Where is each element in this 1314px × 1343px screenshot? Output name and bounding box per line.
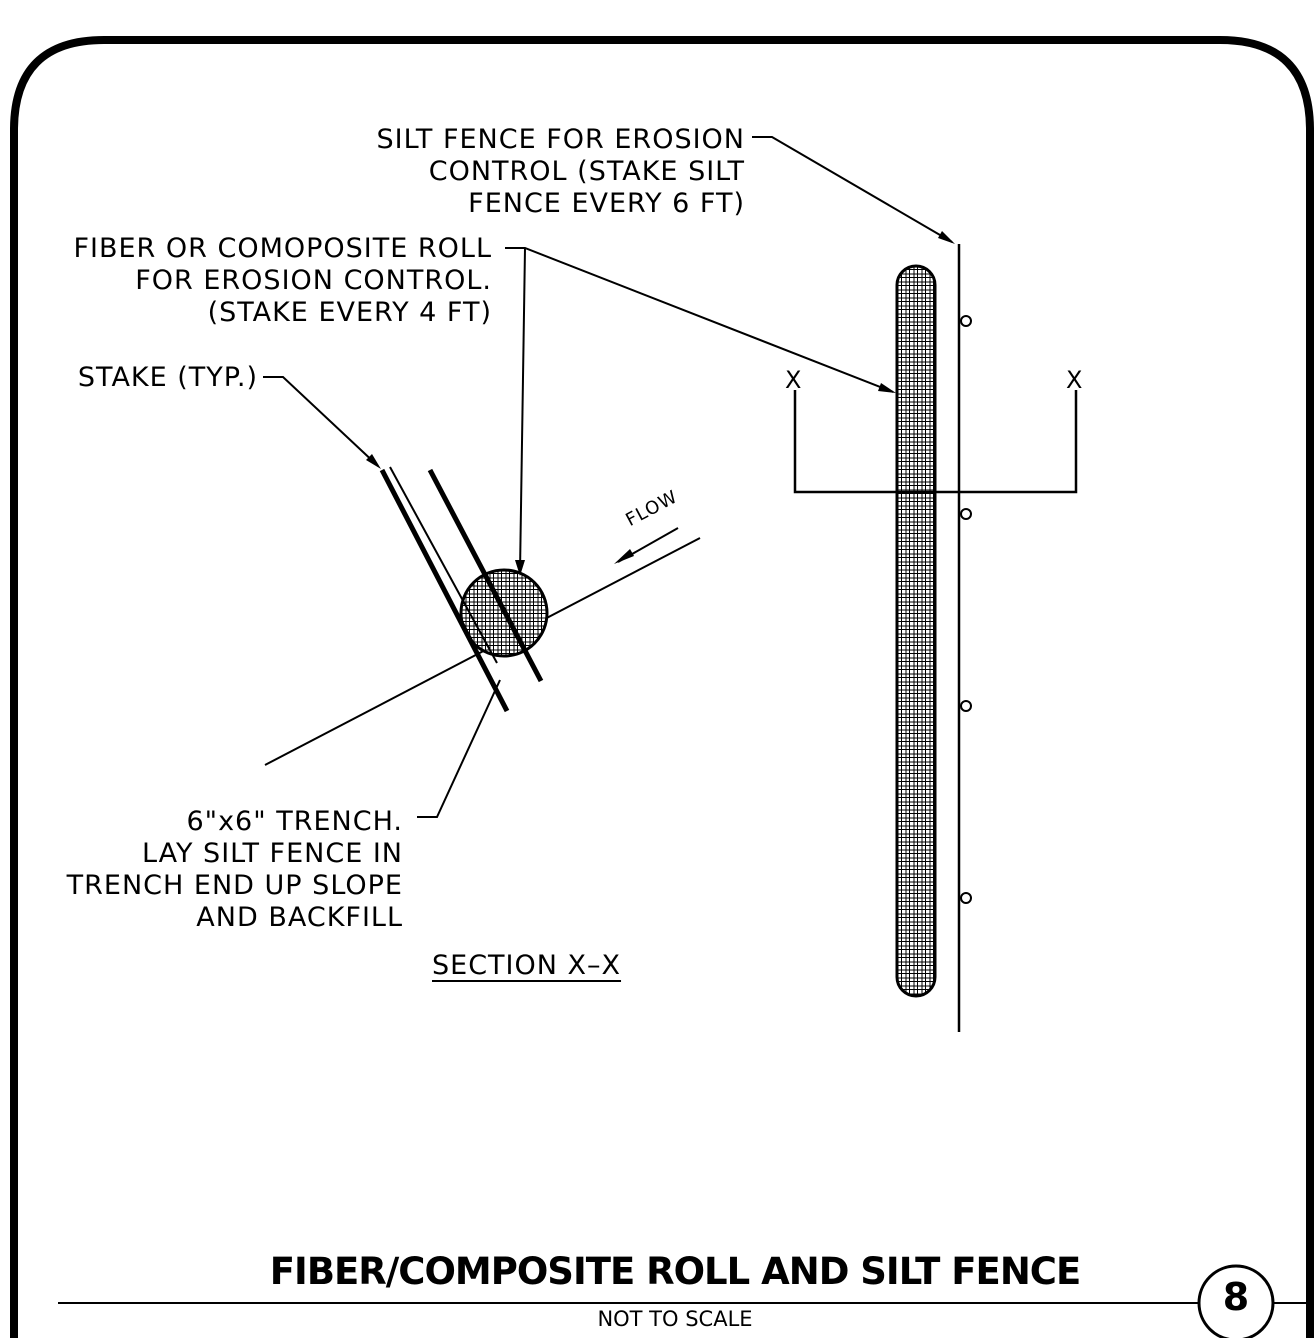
callout-line: FIBER OR COMOPOSITE ROLL: [73, 233, 492, 264]
border-frame: [10, 36, 1314, 1338]
stake-arrowhead: [366, 454, 381, 469]
callout-line: TRENCH END UP SLOPE: [66, 870, 403, 901]
section-marker-right: X: [1066, 366, 1084, 394]
section-marker-left: X: [785, 366, 803, 394]
fiber-roll-leader-plan: [505, 247, 894, 393]
fence-stake-marker: [960, 892, 972, 904]
silt-fence-callout: SILT FENCE FOR EROSION CONTROL (STAKE SI…: [300, 124, 745, 220]
trench-callout: 6"x6" TRENCH. LAY SILT FENCE IN TRENCH E…: [30, 806, 403, 934]
drawing-title: FIBER/COMPOSITE ROLL AND SILT FENCE: [269, 1250, 1081, 1293]
fence-stake-marker: [960, 700, 972, 712]
fiber-roll-leader-section: [519, 247, 526, 573]
fiber-roll-arrowhead-plan: [878, 383, 896, 393]
fiber-roll-callout: FIBER OR COMOPOSITE ROLL FOR EROSION CON…: [40, 233, 492, 329]
silt-fence-fabric-section: [389, 466, 498, 664]
stake-section-right: [427, 468, 544, 683]
flow-arrowhead: [614, 549, 634, 564]
callout-line: 6"x6" TRENCH.: [186, 806, 403, 837]
stake-leader: [263, 376, 379, 467]
callout-line: FENCE EVERY 6 FT): [468, 188, 745, 219]
callout-line: STAKE (TYP.): [77, 362, 258, 393]
section-cut-line: [793, 390, 1078, 494]
callout-line: LAY SILT FENCE IN: [141, 838, 403, 869]
stake-callout: STAKE (TYP.): [30, 362, 258, 394]
detail-number: 8: [1222, 1275, 1250, 1319]
fiber-roll-arrowhead-section: [515, 560, 525, 576]
callout-line: FOR EROSION CONTROL.: [135, 265, 492, 296]
callout-line: AND BACKFILL: [196, 902, 403, 933]
fence-stake-marker: [960, 508, 972, 520]
callout-line: (STAKE EVERY 4 FT): [207, 297, 492, 328]
silt-fence-leader: [752, 136, 953, 243]
scale-note: NOT TO SCALE: [597, 1307, 753, 1331]
trench-leader: [417, 679, 501, 818]
stake-section-left: [379, 468, 510, 713]
callout-line: SILT FENCE FOR EROSION: [376, 124, 745, 155]
section-title: SECTION X–X: [432, 950, 622, 981]
fiber-roll-plan: [895, 264, 937, 998]
fence-stake-marker: [960, 315, 972, 327]
silt-fence-arrowhead: [938, 231, 955, 244]
callout-line: CONTROL (STAKE SILT: [428, 156, 745, 187]
